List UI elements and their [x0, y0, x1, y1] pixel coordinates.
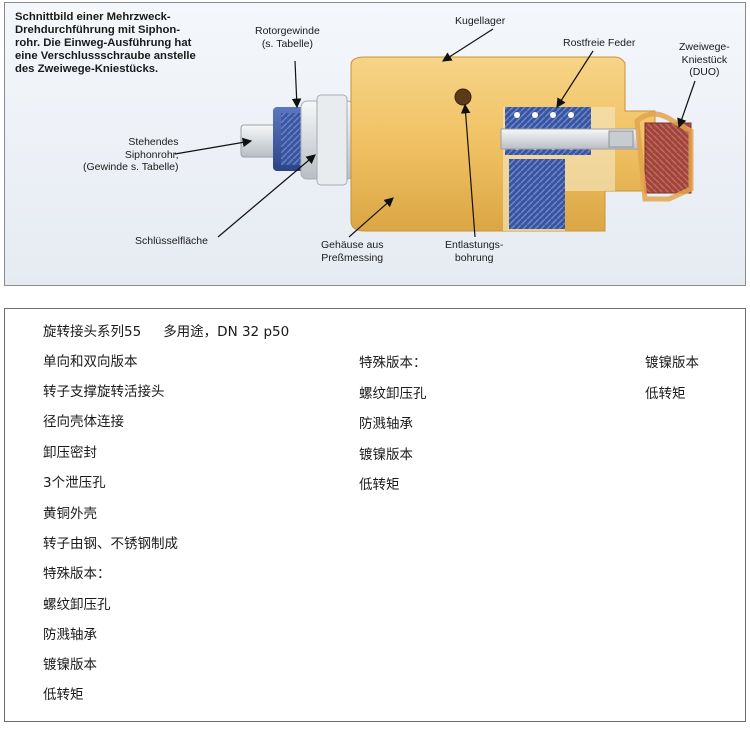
list-item: 单向和双向版本	[43, 353, 138, 371]
relief-hole	[455, 89, 471, 105]
cross-section-figure: Schnittbild einer Mehrzweck- Drehdurchfü…	[4, 2, 746, 286]
list-item: 低转矩	[43, 686, 84, 704]
label-siphon-tube: Stehendes Siphonrohr, (Gewinde s. Tabell…	[83, 136, 179, 174]
label-stainless-spring: Rostfreie Feder	[563, 37, 635, 50]
list-item: 螺纹卸压孔	[359, 385, 427, 403]
spec-title: 旋转接头系列55	[43, 324, 141, 340]
list-item: 低转矩	[359, 476, 400, 494]
radial-port-thread	[509, 159, 565, 229]
figure-caption: Schnittbild einer Mehrzweck- Drehdurchfü…	[15, 11, 215, 76]
spec-title-line: 旋转接头系列55 多用途，DN 32 p50	[43, 323, 289, 341]
list-item: 镀镍版本	[43, 656, 97, 674]
list-item: 防溅轴承	[43, 626, 97, 644]
label-relief-hole: Entlastungs- bohrung	[445, 239, 503, 264]
list-item: 螺纹卸压孔	[43, 596, 111, 614]
list-item: 黄铜外壳	[43, 505, 97, 523]
list-item: 转子支撑旋转活接头	[43, 383, 165, 401]
list-item: 防溅轴承	[359, 415, 413, 433]
label-housing: Gehäuse aus Preßmessing	[321, 239, 383, 264]
label-ball-bearing: Kugellager	[455, 15, 505, 28]
list-item: 特殊版本：	[359, 354, 427, 372]
list-item: 卸压密封	[43, 444, 97, 462]
list-item: 3个泄压孔	[43, 474, 106, 492]
duo-elbow	[645, 123, 691, 193]
label-duo-elbow: Zweiwege- Kniestück (DUO)	[679, 41, 730, 79]
list-item: 镀镍版本	[359, 446, 413, 464]
label-rotor-thread: Rotorgewinde (s. Tabelle)	[255, 25, 320, 50]
list-item: 特殊版本：	[43, 565, 111, 583]
spec-subtitle: 多用途，DN 32 p50	[163, 324, 289, 340]
list-item: 转子由钢、不锈钢制成	[43, 535, 178, 553]
label-wrench-flat: Schlüsselfläche	[135, 235, 208, 248]
list-item: 镀镍版本	[645, 354, 699, 372]
list-item: 径向壳体连接	[43, 413, 124, 431]
list-item: 低转矩	[645, 385, 686, 403]
